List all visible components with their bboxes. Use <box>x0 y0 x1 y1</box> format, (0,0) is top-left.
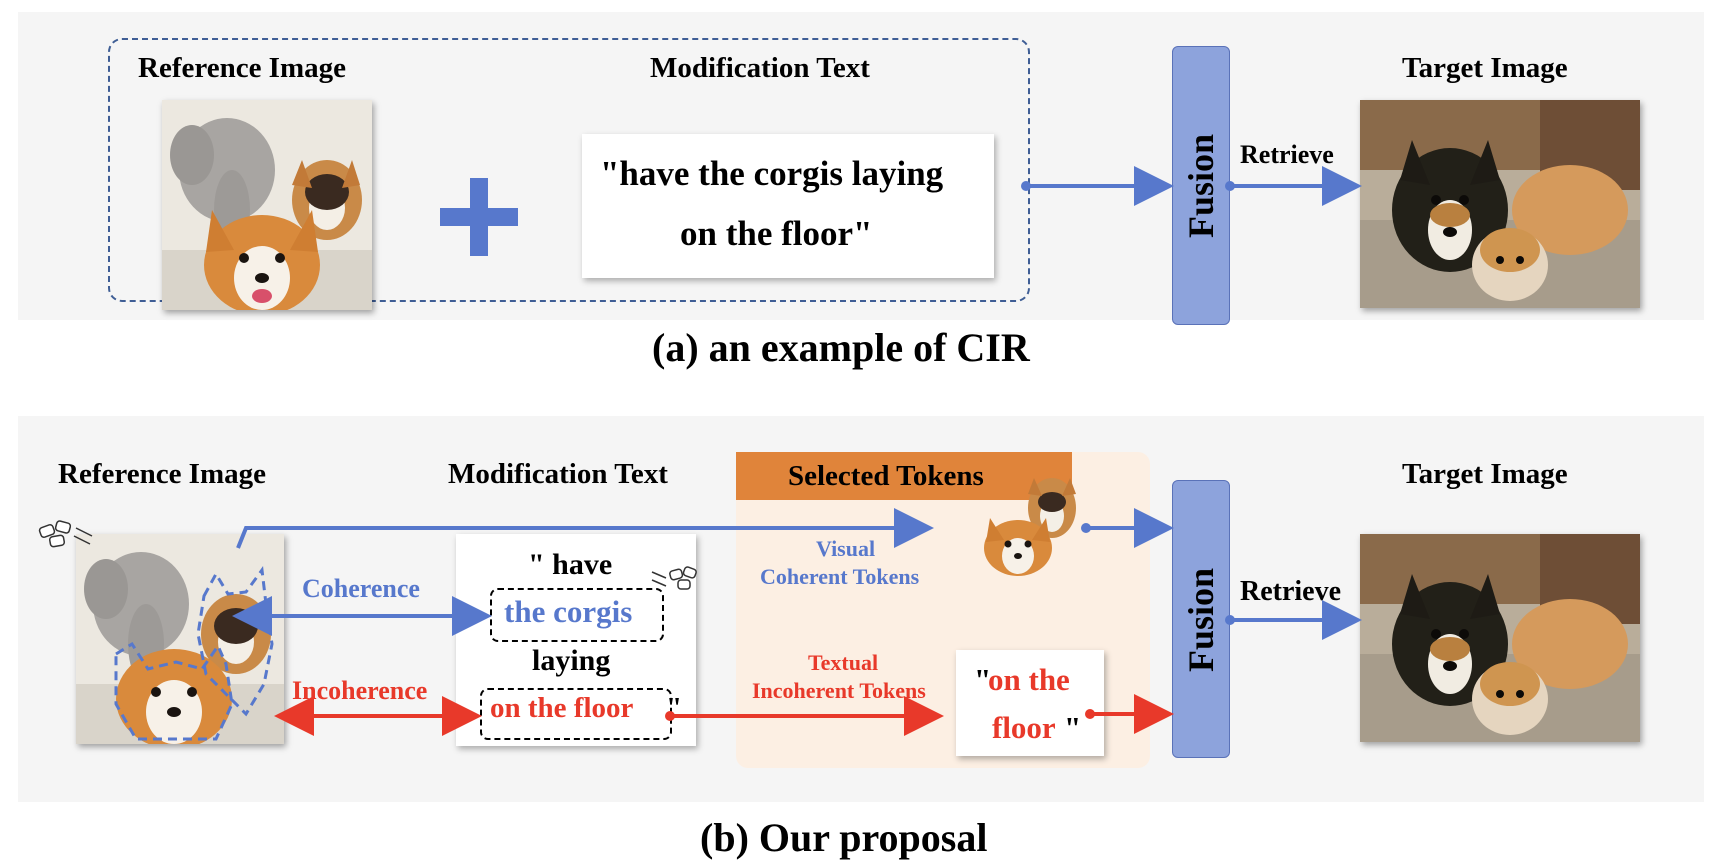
fusion-label-a: Fusion <box>1181 133 1221 239</box>
text-laying: laying <box>532 644 611 677</box>
corgi-outline-top <box>196 566 274 717</box>
text-have: " have <box>528 548 613 581</box>
fusion-label-b: Fusion <box>1181 567 1221 673</box>
token-on-the: on the <box>988 662 1070 697</box>
text-on-the-floor: on the floor <box>490 692 634 724</box>
modification-text-line1: "have the corgis laying <box>600 154 944 193</box>
reference-image-label-b: Reference Image <box>58 458 266 490</box>
caption-a: (a) an example of CIR <box>652 325 1030 370</box>
token-cluster-icon-2 <box>650 564 702 594</box>
target-image-label-a: Target Image <box>1402 52 1568 84</box>
token-floor: floor <box>992 710 1056 745</box>
modification-text-label-a: Modification Text <box>650 52 870 84</box>
visual-tokens-label-2: Coherent Tokens <box>760 564 920 589</box>
token-open-quote: " <box>974 662 992 697</box>
modification-text-label-b: Modification Text <box>448 458 668 490</box>
modification-text-line2: on the floor" <box>680 214 873 253</box>
textual-token-card: " on the floor " <box>956 650 1104 756</box>
modification-text-card-a: "have the corgis laying on the floor" <box>582 134 994 278</box>
incoherence-label: Incoherence <box>292 676 428 705</box>
input-group-box <box>108 38 1030 302</box>
textual-tokens-label-2: Incoherent Tokens <box>752 678 926 703</box>
reference-image-a <box>162 100 372 310</box>
target-image-label-b: Target Image <box>1402 458 1568 490</box>
caption-b: (b) Our proposal <box>700 815 988 860</box>
reference-image-label-a: Reference Image <box>138 52 346 84</box>
fusion-module-a: Fusion <box>1172 46 1230 325</box>
floor-token-box <box>480 688 672 740</box>
selected-tokens-header: Selected Tokens <box>736 452 1072 500</box>
token-cluster-icon <box>36 518 96 552</box>
textual-tokens-label-1: Textual <box>808 650 879 675</box>
token-close-quote: " <box>1064 710 1082 745</box>
corgis-token-box <box>490 588 664 642</box>
visual-tokens-label-1: Visual <box>816 536 876 561</box>
corgi-outline-front <box>114 641 234 741</box>
reference-image-b <box>76 534 284 744</box>
target-image-a <box>1360 100 1640 308</box>
retrieve-label-b: Retrieve <box>1240 576 1342 607</box>
plus-icon <box>440 178 518 256</box>
selected-tokens-label: Selected Tokens <box>788 460 984 492</box>
fusion-module-b: Fusion <box>1172 480 1230 758</box>
retrieve-label-a: Retrieve <box>1240 140 1334 169</box>
target-image-b <box>1360 534 1640 742</box>
visual-tokens-image <box>976 470 1084 580</box>
text-the-corgis: the corgis <box>504 594 633 629</box>
coherence-label: Coherence <box>302 574 420 603</box>
